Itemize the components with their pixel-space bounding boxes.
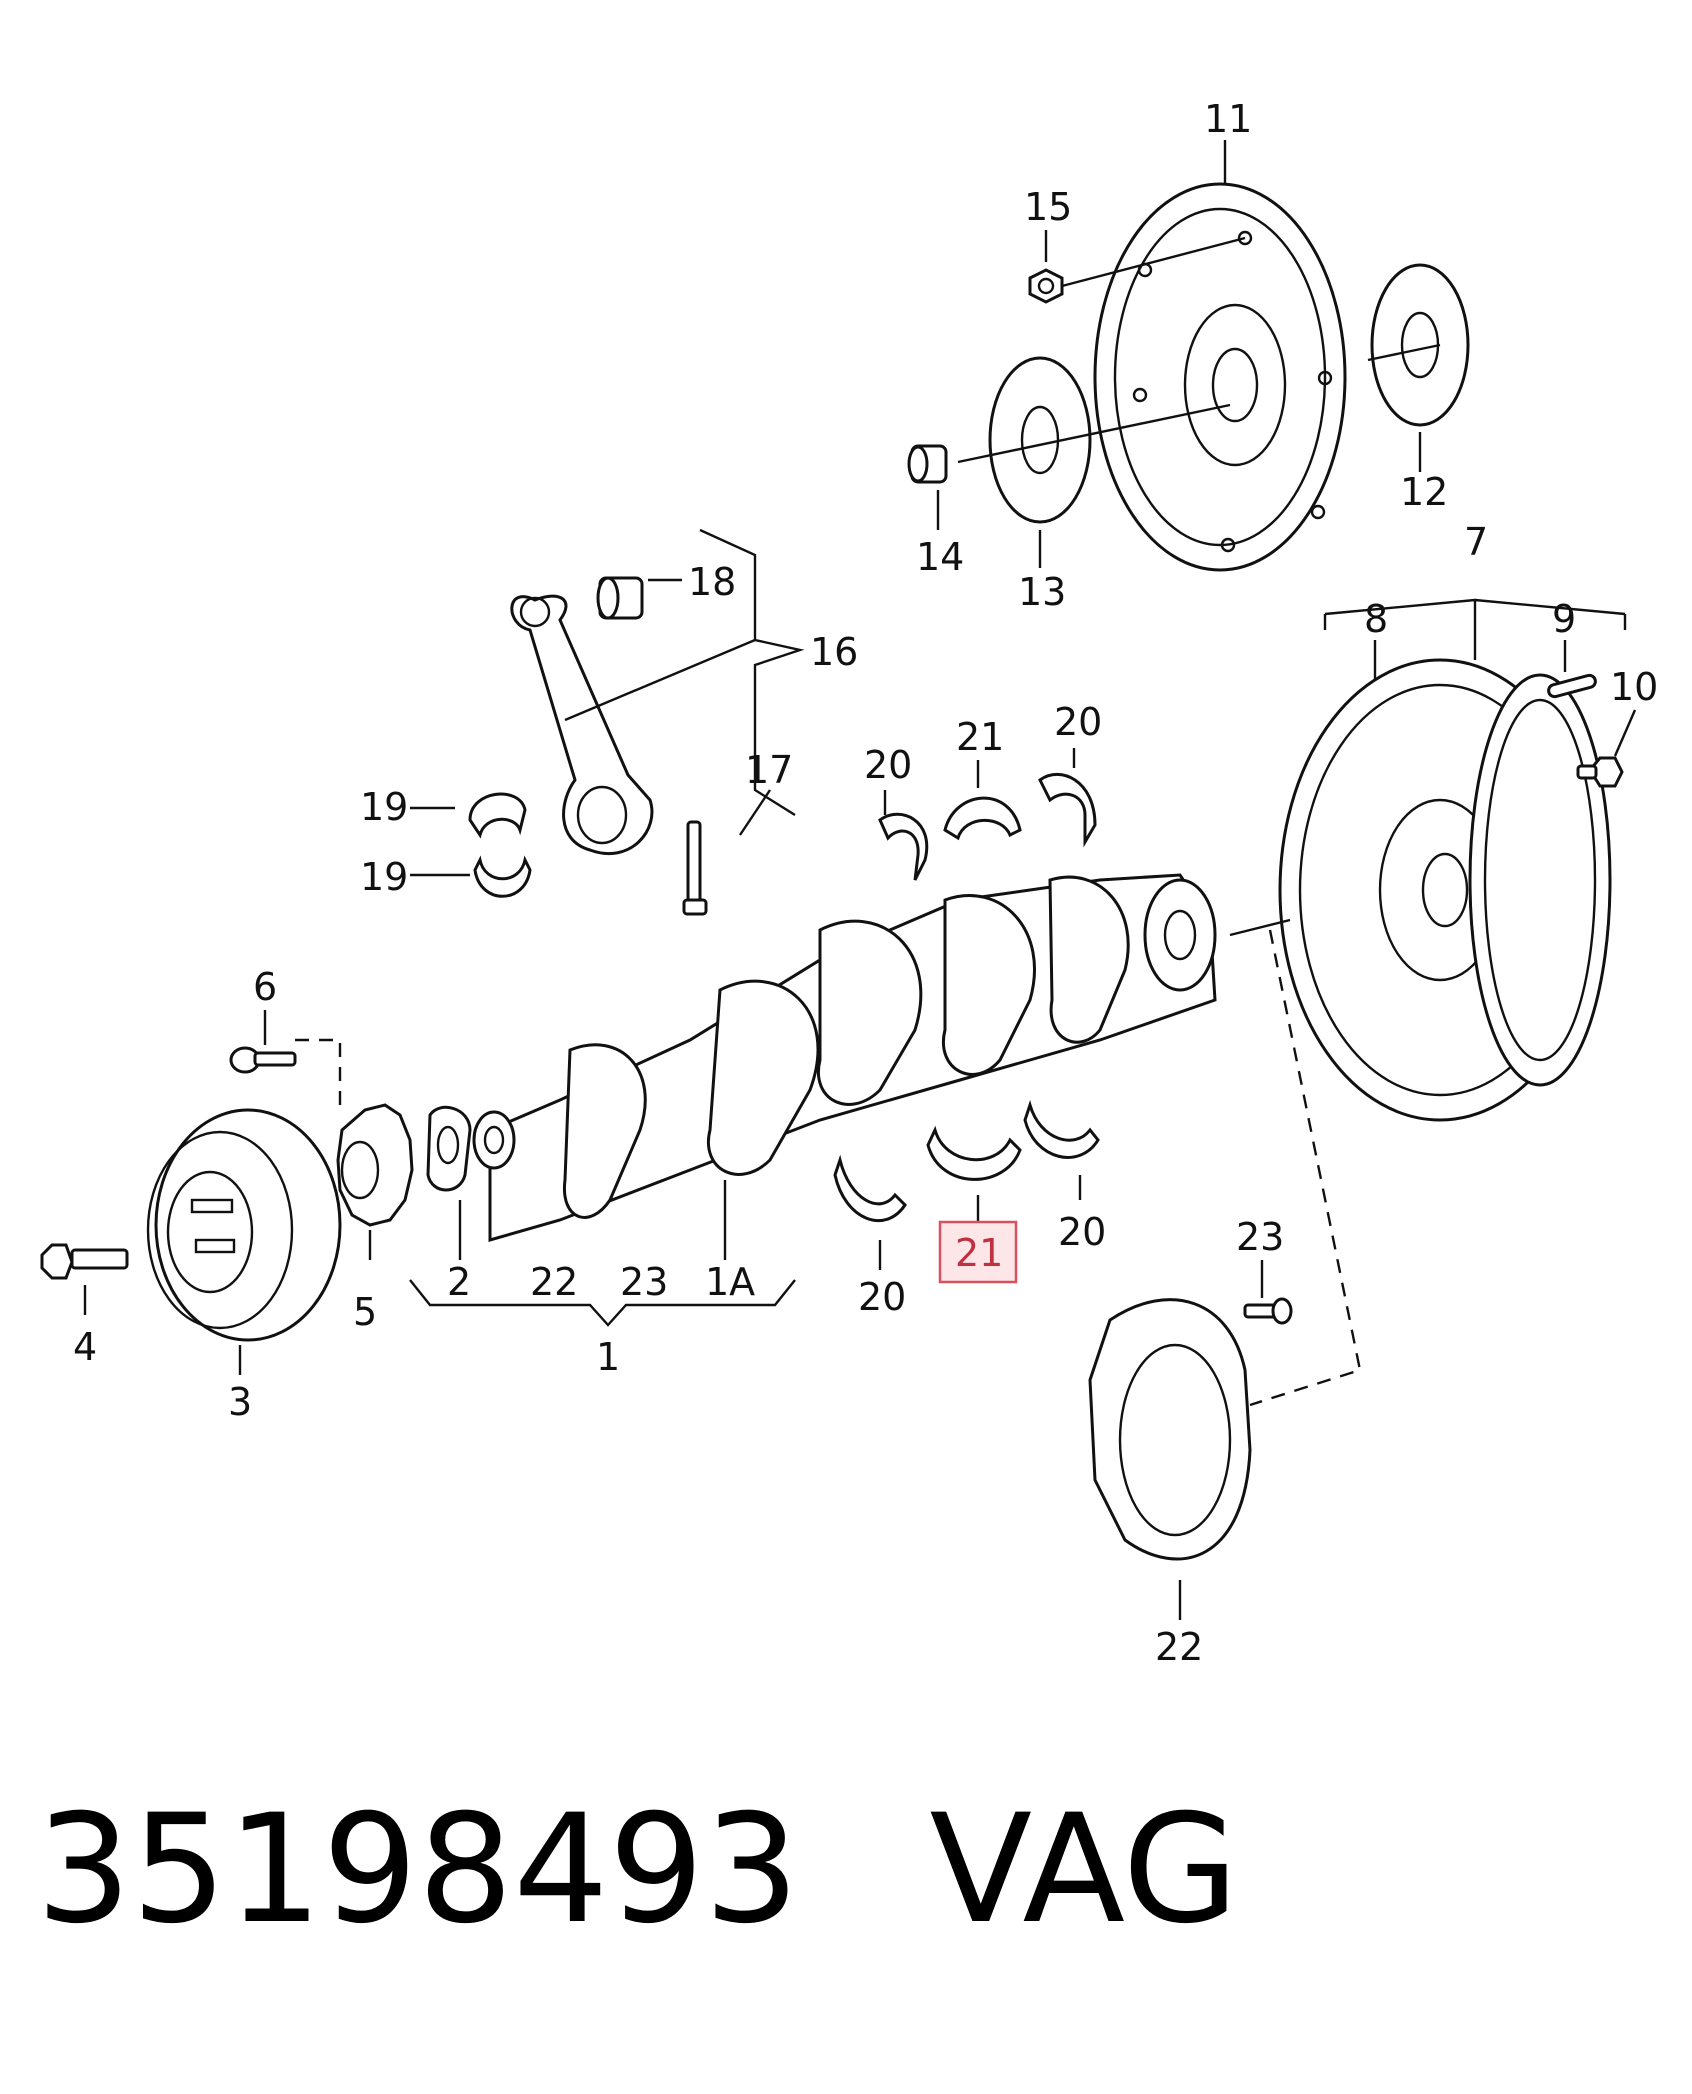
callout-14: 14 [916, 535, 964, 579]
flywheel [1093, 182, 1347, 572]
callout-11: 11 [1204, 97, 1252, 141]
callout-18: 18 [688, 560, 736, 604]
highlighted-callout-21[interactable]: 21 [938, 1220, 1018, 1284]
small-end-bush [596, 576, 644, 620]
callout-4: 4 [73, 1325, 97, 1369]
footer: 35198493 VAG [36, 1795, 1239, 1945]
callout-7: 7 [1464, 520, 1488, 564]
conrod-bearing-upper [468, 792, 527, 839]
drive-plate-bolt [1576, 756, 1624, 788]
conrod-bolt [682, 820, 708, 916]
dowel-pin [1547, 673, 1597, 699]
callout-6: 6 [253, 965, 277, 1009]
callout-23-group: 23 [620, 1260, 668, 1304]
flywheel-nut [1028, 268, 1064, 304]
callout-21-upper: 21 [956, 715, 1004, 759]
callout-22-group: 22 [530, 1260, 578, 1304]
callout-10: 10 [1610, 665, 1658, 709]
callout-2: 2 [447, 1260, 471, 1304]
sender-wheel [1088, 1298, 1252, 1561]
callout-20-lower-left: 20 [858, 1275, 906, 1319]
callout-22: 22 [1155, 1625, 1203, 1669]
callout-13: 13 [1018, 570, 1066, 614]
thrust-washer-lower-right [1023, 1099, 1100, 1159]
callout-16: 16 [810, 630, 858, 674]
pulley-bolt [40, 1243, 129, 1280]
thrust-washer-lower-left [833, 1154, 907, 1223]
callout-23: 23 [1236, 1215, 1284, 1259]
connecting-rod [510, 594, 654, 856]
callout-12: 12 [1400, 470, 1448, 514]
callout-19-upper: 19 [360, 785, 408, 829]
callout-15: 15 [1024, 185, 1072, 229]
vibration-damper-pulley [146, 1108, 342, 1342]
callout-17: 17 [745, 748, 793, 792]
callout-20-upper-left: 20 [864, 743, 912, 787]
callout-5: 5 [353, 1290, 377, 1334]
sender-wheel-bolt [1243, 1297, 1293, 1325]
crankshaft [472, 873, 1217, 1242]
callout-1: 1 [596, 1335, 620, 1379]
callout-20-upper-right: 20 [1054, 700, 1102, 744]
callout-9: 9 [1552, 597, 1576, 641]
callout-19-lower: 19 [360, 855, 408, 899]
flywheel-shim-plate [1370, 263, 1470, 427]
main-bearing-lower [926, 1125, 1022, 1181]
main-bearing-upper [943, 796, 1022, 841]
callout-20-lower-right: 20 [1058, 1210, 1106, 1254]
crankshaft-sprocket-key [426, 1105, 472, 1192]
part-number: 35198493 [36, 1783, 800, 1957]
sprocket-bolt [229, 1046, 297, 1074]
drive-plate-ring-gear [1278, 658, 1612, 1122]
brand-name: VAG [929, 1783, 1239, 1957]
thrust-washer-upper-left [878, 812, 929, 881]
callout-21-highlighted: 21 [955, 1231, 1003, 1275]
callout-1A: 1A [705, 1260, 755, 1304]
timing-sprocket [336, 1103, 414, 1227]
conrod-bearing-lower [473, 855, 532, 898]
callout-3: 3 [228, 1380, 252, 1424]
thrust-washer-upper-right [1038, 772, 1097, 848]
needle-bearing [907, 444, 948, 484]
callout-8: 8 [1364, 597, 1388, 641]
intermediate-plate [988, 356, 1092, 524]
